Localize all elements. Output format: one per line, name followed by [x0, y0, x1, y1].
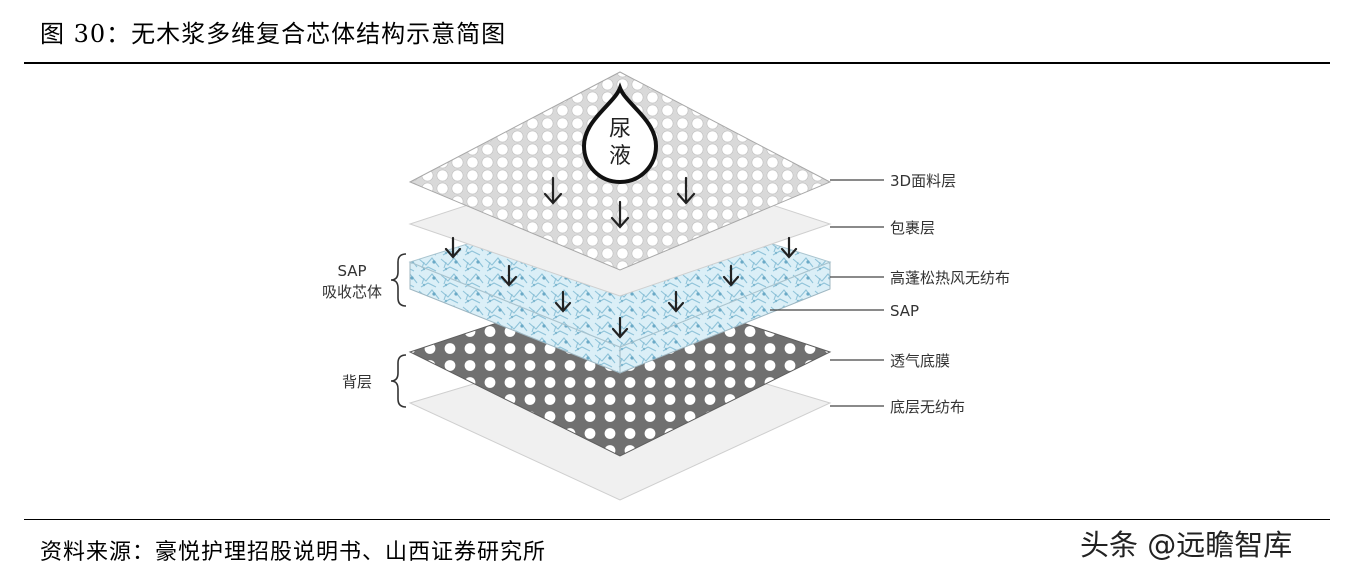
down-arrow-icon	[543, 176, 563, 205]
layer-label-airthrough-nonwoven: 高蓬松热风无纺布	[890, 269, 1010, 287]
urine-drop-icon: 尿 液	[581, 82, 659, 185]
urine-text-1: 尿	[609, 117, 631, 142]
layer-label-3d-fabric: 3D面料层	[890, 172, 956, 190]
down-arrow-icon	[667, 290, 685, 313]
group-label-absorbent-core: 吸收芯体	[322, 283, 382, 301]
brace-sap-core	[390, 253, 407, 307]
down-arrow-icon	[780, 236, 798, 259]
down-arrow-icon	[611, 316, 629, 339]
figure-title: 图 30：无木浆多维复合芯体结构示意简图	[40, 20, 507, 48]
down-arrow-icon	[610, 200, 630, 229]
layer-label-bottom-nonwoven: 底层无纺布	[890, 398, 965, 416]
down-arrow-icon	[444, 236, 462, 259]
brace-back-layer	[390, 354, 407, 408]
layer-label-breathable-film: 透气底膜	[890, 352, 950, 370]
figure-source: 资料来源：豪悦护理招股说明书、山西证券研究所	[40, 540, 547, 565]
watermark: 头条 @远瞻智库	[1080, 528, 1293, 562]
layer-label-sap: SAP	[890, 302, 919, 320]
down-arrow-icon	[676, 176, 696, 205]
group-label-back-layer: 背层	[342, 373, 372, 391]
down-arrow-icon	[722, 264, 740, 287]
down-arrow-icon	[554, 290, 572, 313]
layer-label-wrap: 包裹层	[890, 219, 935, 237]
leader-lines	[770, 179, 884, 407]
urine-text-2: 液	[609, 144, 631, 169]
group-label-sap: SAP	[337, 262, 366, 280]
flow-arrows	[444, 176, 798, 339]
bottom-rule	[24, 519, 1330, 520]
top-rule	[24, 62, 1330, 64]
down-arrow-icon	[500, 264, 518, 287]
